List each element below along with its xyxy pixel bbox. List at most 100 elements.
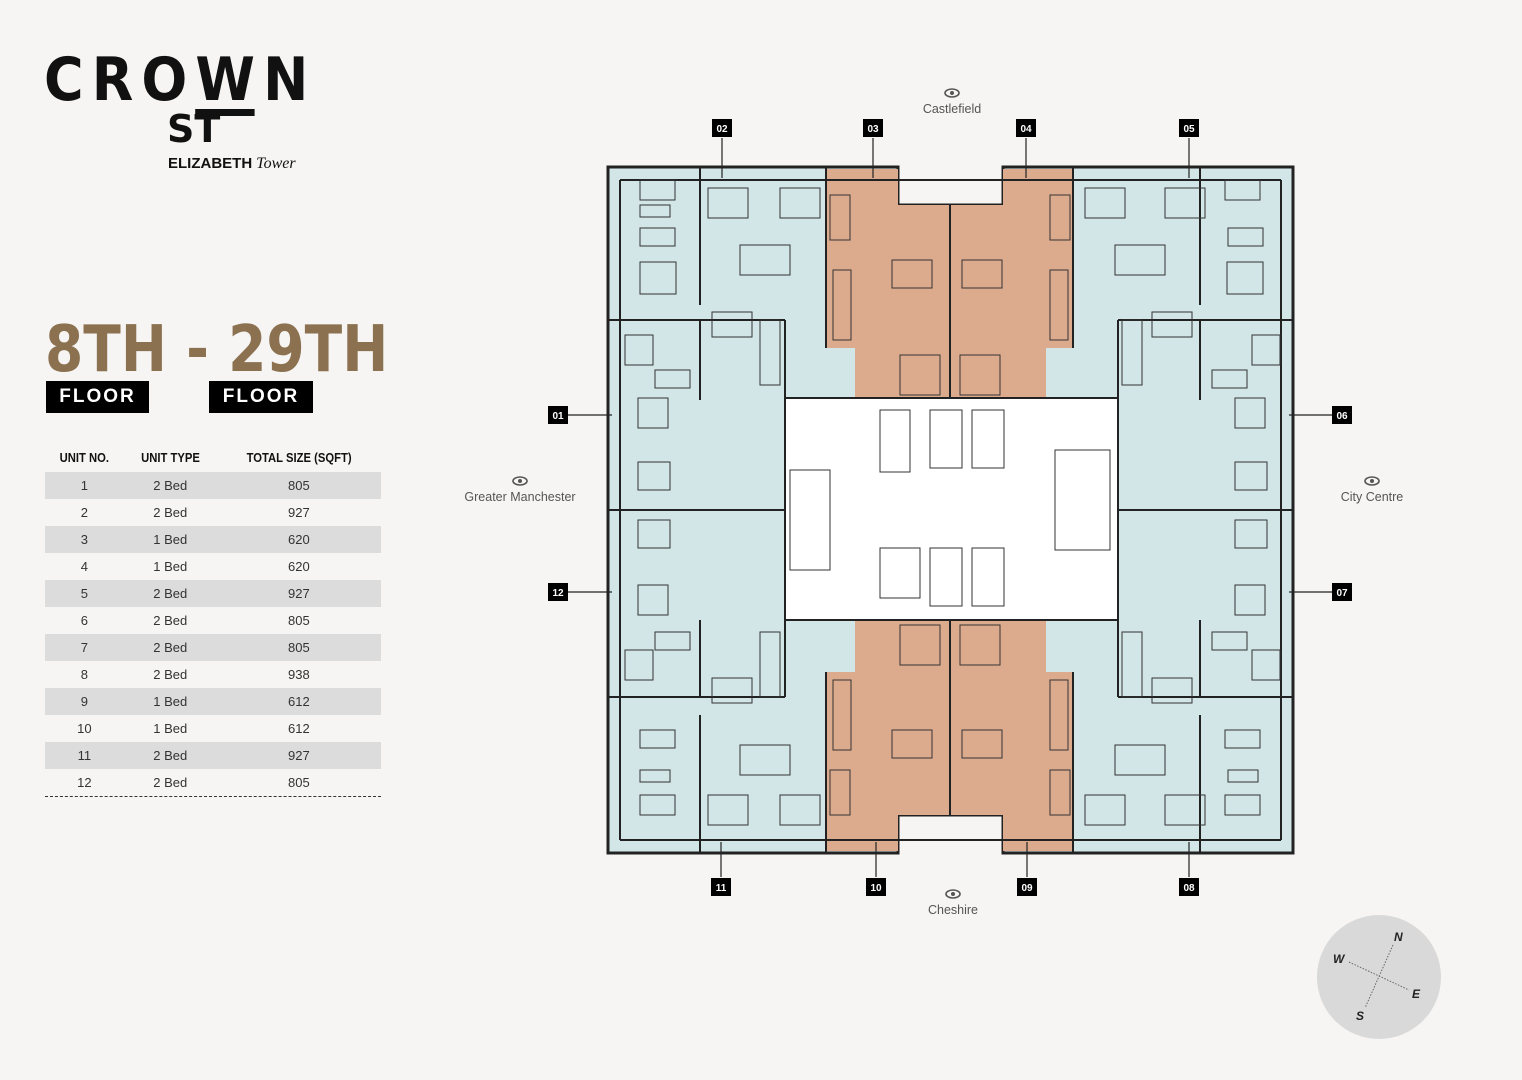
furniture [929, 409, 963, 469]
compass-disc [1317, 915, 1441, 1039]
unit-marker-12 [548, 583, 568, 601]
furniture [707, 794, 749, 826]
unit-marker-label: 02 [716, 124, 728, 135]
unit-marker-label: 12 [552, 588, 564, 599]
view-west-label: Greater Manchester [464, 490, 576, 504]
furniture [739, 244, 791, 276]
cell-unit-type: 2 Bed [123, 580, 217, 607]
furniture [899, 624, 941, 666]
furniture [829, 769, 851, 816]
furniture [1084, 794, 1126, 826]
furniture [879, 409, 911, 473]
furniture [654, 369, 691, 389]
unit-marker-label: 04 [1020, 124, 1032, 135]
cell-unit-no: 11 [45, 742, 124, 769]
compass-n: N [1394, 930, 1403, 944]
furniture [1114, 744, 1166, 776]
cell-total-size: 927 [288, 505, 310, 520]
view-south-label: Cheshire [927, 903, 979, 917]
table-bottom-rule [45, 796, 381, 797]
furniture [1049, 194, 1071, 241]
cell-unit-no: 5 [45, 580, 124, 607]
furniture [832, 679, 852, 751]
furniture [891, 259, 933, 289]
furniture [639, 204, 671, 218]
furniture [1224, 729, 1261, 749]
cell-total-size: 927 [216, 742, 381, 769]
furniture [961, 259, 1003, 289]
building-suffix: Tower [256, 155, 296, 172]
furniture [1234, 397, 1266, 429]
floor-range-title: 8TH - 29TH [45, 313, 389, 387]
furniture [1251, 334, 1281, 366]
furniture [1234, 519, 1268, 549]
unit-marker-02 [712, 119, 732, 137]
unit-marker-08 [1179, 878, 1199, 896]
furniture [707, 187, 749, 219]
eye-icon [944, 88, 960, 98]
cell-total-size: 620 [216, 526, 381, 553]
cell-total-size: 805 [288, 775, 310, 790]
unit-marker-label: 05 [1183, 124, 1195, 135]
cell-unit-type: 2 Bed [123, 742, 217, 769]
col-total-size: TOTAL SIZE (SQFT) [246, 451, 352, 465]
unit-marker-07 [1332, 583, 1352, 601]
furniture [1084, 187, 1126, 219]
furniture [971, 409, 1005, 469]
cell-unit-type: 2 Bed [123, 472, 217, 499]
unit-marker-label: 08 [1183, 883, 1195, 894]
cell-unit-no: 6 [80, 613, 88, 628]
cell-total-size: 620 [288, 559, 310, 574]
furniture [639, 179, 676, 201]
unit-marker-04 [1016, 119, 1036, 137]
furniture [789, 469, 831, 571]
furniture [711, 677, 753, 704]
unit-marker-label: 10 [870, 883, 882, 894]
furniture [637, 519, 671, 549]
logo-text-w: W [195, 45, 264, 115]
furniture [779, 187, 821, 219]
furniture [1114, 244, 1166, 276]
cell-total-size: 805 [216, 472, 381, 499]
furniture [1227, 769, 1259, 783]
furniture [1234, 461, 1268, 491]
view-west: Greater Manchester [450, 476, 590, 504]
view-east: City Centre [1322, 476, 1422, 504]
furniture [959, 354, 1001, 396]
furniture [879, 547, 921, 599]
unit-marker-label: 09 [1021, 883, 1033, 894]
view-north-label: Castlefield [922, 102, 982, 116]
unit-marker-label: 03 [867, 124, 879, 135]
furniture [1121, 319, 1143, 386]
furniture [624, 334, 654, 366]
furniture [624, 649, 654, 681]
unit-marker-05 [1179, 119, 1199, 137]
furniture [1251, 649, 1281, 681]
cell-unit-no: 4 [80, 559, 88, 574]
cell-total-size: 805 [288, 613, 310, 628]
unit-marker-03 [863, 119, 883, 137]
furniture [961, 729, 1003, 759]
furniture [1121, 631, 1143, 698]
unit-marker-label: 06 [1336, 411, 1348, 422]
col-unit-no: UNIT NO. [59, 451, 110, 465]
cell-total-size: 927 [216, 580, 381, 607]
cell-unit-type: 2 Bed [123, 634, 217, 661]
furniture [929, 547, 963, 607]
furniture [1226, 261, 1264, 295]
unit-marker-label: 11 [716, 883, 727, 894]
unit-marker-01 [548, 406, 568, 424]
furniture [1224, 179, 1261, 201]
furniture [1054, 449, 1111, 551]
